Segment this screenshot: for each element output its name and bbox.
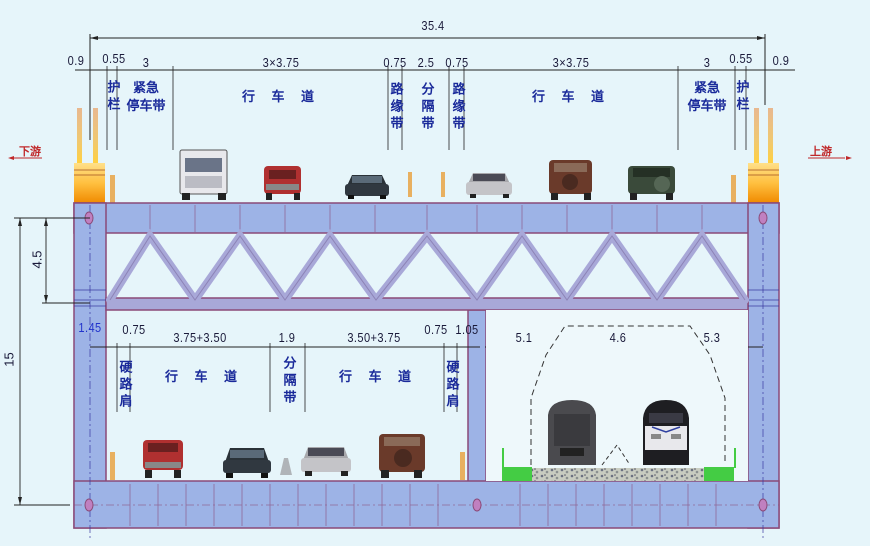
high-speed-train-icon <box>643 400 689 465</box>
total-height-label: 15 <box>1 352 17 367</box>
brown-suv-icon <box>379 434 425 478</box>
left-tower <box>74 108 115 203</box>
dim-top-4: 0.75 <box>383 55 407 70</box>
dim-top-10: 0.9 <box>772 53 790 68</box>
carriageway-label-right: 行 车 道 <box>531 90 611 105</box>
emergency-lane-line1: 紧急 <box>132 81 160 96</box>
emergency-lane-line2: 停车带 <box>126 99 166 114</box>
dim-rail-2: 5.3 <box>703 330 721 345</box>
emergency-lane-line1: 紧急 <box>693 81 721 96</box>
truss-height-label: 4.5 <box>29 250 45 269</box>
downstream-label: 下游 <box>19 145 41 158</box>
silver-sedan-icon <box>466 173 512 198</box>
total-width-label: 35.4 <box>421 18 445 33</box>
track-bed <box>502 448 736 481</box>
dim-rail-1: 4.6 <box>609 330 627 345</box>
silver-sedan-icon <box>301 447 351 476</box>
guardrail-label-left: 护栏 <box>104 80 120 114</box>
dim-top-5: 2.5 <box>417 55 435 70</box>
dim-top-2: 3 <box>142 55 150 70</box>
lower-carriageway-label-right: 行 车 道 <box>338 370 418 385</box>
dark-sedan-icon <box>223 448 271 478</box>
truck-icon <box>179 149 228 200</box>
dim-low-3: 1.9 <box>278 330 296 345</box>
dark-sedan-icon <box>345 175 389 199</box>
guardrail-label-right: 护栏 <box>733 80 749 114</box>
red-suv-icon <box>143 440 183 478</box>
marginal-strip-label-left: 路缘带 <box>387 82 403 133</box>
dim-low-2: 3.75+3.50 <box>173 330 227 345</box>
marginal-strip-label-right: 路缘带 <box>449 82 465 133</box>
dim-top-0: 0.9 <box>67 53 85 68</box>
lower-carriageway-label-left: 行 车 道 <box>164 370 244 385</box>
lower-deck-vehicles <box>110 434 465 480</box>
right-tower <box>731 108 779 203</box>
upstream-label: 上游 <box>810 145 832 158</box>
dim-top-8: 3 <box>703 55 711 70</box>
dim-top-1: 0.55 <box>102 51 126 66</box>
top-deck-vehicles <box>179 149 675 200</box>
lower-median-label: 分隔带 <box>280 356 296 407</box>
freight-locomotive-icon <box>548 400 596 465</box>
hard-shoulder-label-left: 硬路肩 <box>116 360 132 411</box>
green-suv-icon <box>628 166 675 200</box>
red-suv-icon <box>264 166 301 200</box>
dim-rail-0: 5.1 <box>515 330 533 345</box>
emergency-lane-label-right: 紧急 停车带 <box>687 80 726 116</box>
dim-top-3: 3×3.75 <box>262 55 300 70</box>
dim-top-6: 0.75 <box>445 55 469 70</box>
median-label-top: 分隔带 <box>418 82 434 133</box>
hard-shoulder-label-right: 硬路肩 <box>443 360 459 411</box>
dim-low-6: 1.05 <box>455 322 479 337</box>
emergency-lane-line2: 停车带 <box>687 99 727 114</box>
carriageway-label-left: 行 车 道 <box>241 90 321 105</box>
dim-low-0: 1.45 <box>78 320 102 335</box>
rail-clearance-envelope <box>530 325 726 465</box>
dim-low-4: 3.50+3.75 <box>347 330 401 345</box>
dim-low-5: 0.75 <box>424 322 448 337</box>
dim-low-1: 0.75 <box>122 322 146 337</box>
top-dimension-lines <box>75 34 795 150</box>
dim-top-7: 3×3.75 <box>552 55 590 70</box>
brown-suv-icon <box>549 160 592 200</box>
median-barrier-icon <box>280 458 292 475</box>
dim-top-9: 0.55 <box>729 51 753 66</box>
emergency-lane-label-left: 紧急 停车带 <box>126 80 165 116</box>
